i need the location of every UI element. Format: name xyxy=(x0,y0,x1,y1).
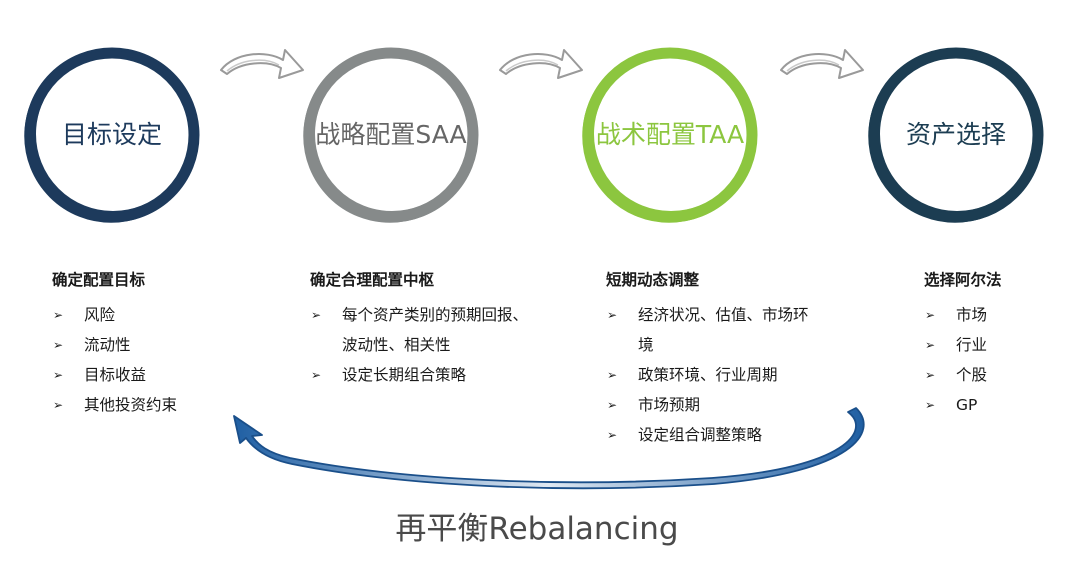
list-item: ➢市场预期 xyxy=(606,390,811,420)
arrow-bullet-icon: ➢ xyxy=(311,308,322,322)
arrow-right-icon xyxy=(780,49,864,79)
arrow-bullet-icon: ➢ xyxy=(53,338,64,352)
list-item: ➢经济状况、估值、市场环境 xyxy=(606,300,811,360)
arrow-bullet-icon: ➢ xyxy=(925,308,936,322)
arrow-right-icon xyxy=(499,49,583,79)
rebalancing-label: 再平衡Rebalancing xyxy=(395,511,679,547)
arrow-bullet-icon: ➢ xyxy=(607,308,618,322)
column-saa: 确定合理配置中枢 ➢每个资产类别的预期回报、波动性、相关性 ➢设定长期组合策略 xyxy=(310,270,532,390)
stage-title-taa: 战术配置TAA xyxy=(596,120,744,149)
arrow-bullet-icon: ➢ xyxy=(311,368,322,382)
list-item: ➢个股 xyxy=(924,360,1064,390)
list-item: ➢设定组合调整策略 xyxy=(606,420,811,450)
column-list: ➢市场 ➢行业 ➢个股 ➢GP xyxy=(924,300,1064,420)
list-item: ➢每个资产类别的预期回报、波动性、相关性 xyxy=(310,300,532,360)
list-item: ➢流动性 xyxy=(52,330,252,360)
list-item: ➢目标收益 xyxy=(52,360,252,390)
column-heading: 确定配置目标 xyxy=(52,271,146,289)
stage-circle-saa: 战略配置SAA xyxy=(303,47,479,223)
arrow-bullet-icon: ➢ xyxy=(925,338,936,352)
stage-circle-asset: 资产选择 xyxy=(868,47,1044,223)
arrow-bullet-icon: ➢ xyxy=(53,368,64,382)
column-goal: 确定配置目标 ➢风险 ➢流动性 ➢目标收益 ➢其他投资约束 xyxy=(52,270,252,420)
arrow-bullet-icon: ➢ xyxy=(925,368,936,382)
arrow-bullet-icon: ➢ xyxy=(607,368,618,382)
list-item: ➢其他投资约束 xyxy=(52,390,252,420)
stage-circle-goal: 目标设定 xyxy=(24,47,200,223)
list-item: ➢政策环境、行业周期 xyxy=(606,360,811,390)
column-heading: 确定合理配置中枢 xyxy=(310,271,435,289)
rebalancing-arrow-icon xyxy=(233,407,865,490)
arrow-bullet-icon: ➢ xyxy=(925,398,936,412)
arrow-right-icon xyxy=(220,49,304,79)
arrow-bullet-icon: ➢ xyxy=(607,428,618,442)
arrow-bullet-icon: ➢ xyxy=(607,398,618,412)
column-list: ➢经济状况、估值、市场环境 ➢政策环境、行业周期 ➢市场预期 ➢设定组合调整策略 xyxy=(606,300,811,450)
list-item: ➢市场 xyxy=(924,300,1064,330)
list-item: ➢GP xyxy=(924,390,1064,420)
column-heading: 短期动态调整 xyxy=(606,271,700,289)
column-list: ➢每个资产类别的预期回报、波动性、相关性 ➢设定长期组合策略 xyxy=(310,300,532,390)
arrow-bullet-icon: ➢ xyxy=(53,398,64,412)
stage-title-goal: 目标设定 xyxy=(62,120,162,149)
stage-title-asset: 资产选择 xyxy=(906,120,1006,149)
column-list: ➢风险 ➢流动性 ➢目标收益 ➢其他投资约束 xyxy=(52,300,252,420)
list-item: ➢行业 xyxy=(924,330,1064,360)
column-asset: 选择阿尔法 ➢市场 ➢行业 ➢个股 ➢GP xyxy=(924,270,1064,420)
column-taa: 短期动态调整 ➢经济状况、估值、市场环境 ➢政策环境、行业周期 ➢市场预期 ➢设… xyxy=(606,270,811,450)
list-item: ➢设定长期组合策略 xyxy=(310,360,532,390)
list-item: ➢风险 xyxy=(52,300,252,330)
stage-title-saa: 战略配置SAA xyxy=(315,120,466,149)
stage-circle-taa: 战术配置TAA xyxy=(582,47,758,223)
arrow-bullet-icon: ➢ xyxy=(53,308,64,322)
column-heading: 选择阿尔法 xyxy=(924,271,1002,289)
